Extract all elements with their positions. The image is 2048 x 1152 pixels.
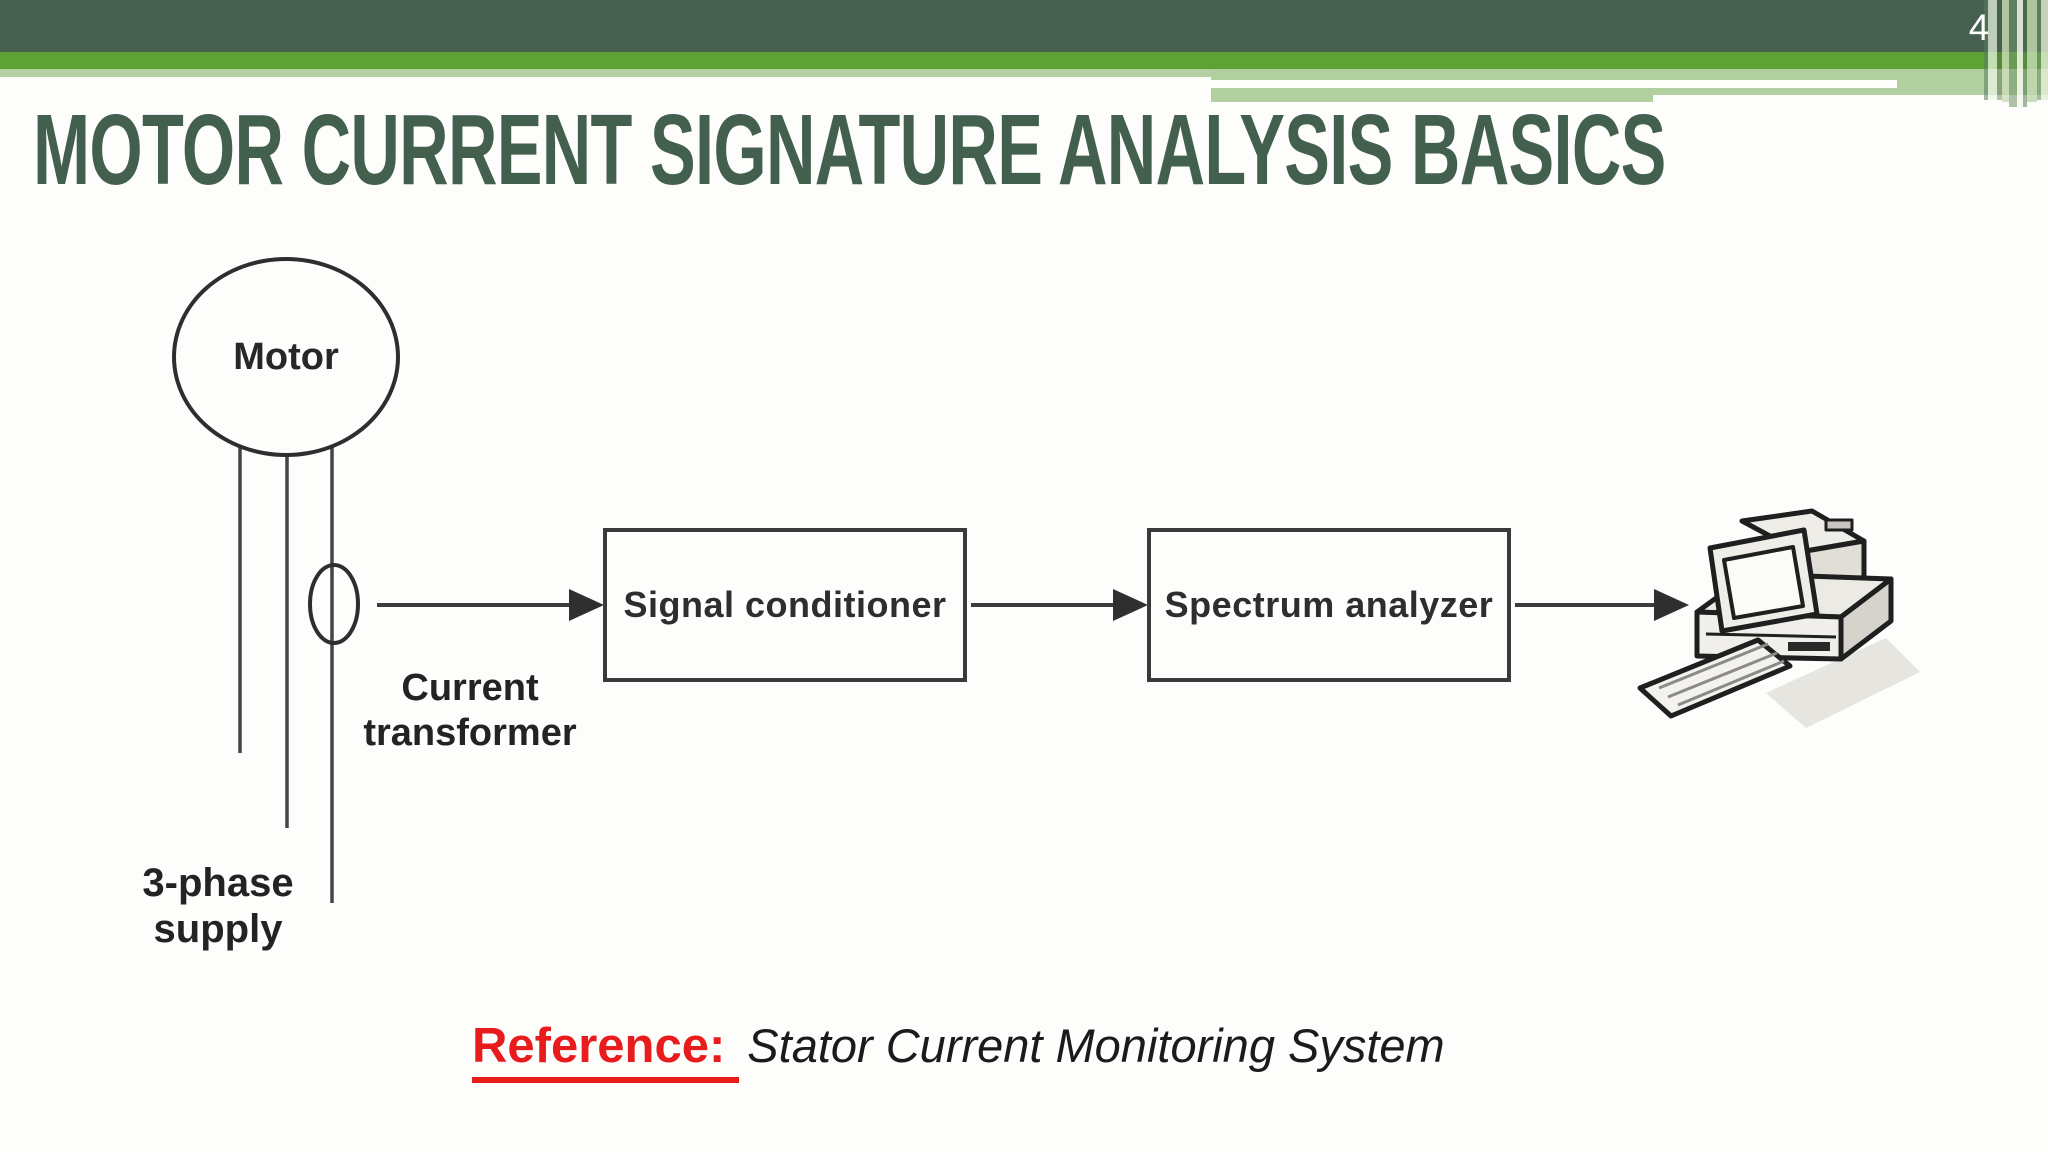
accent-stripe — [1984, 0, 1988, 100]
reference-label: Reference: — [472, 1018, 740, 1084]
accent-stripe — [2037, 0, 2041, 100]
current-transformer-label-line1: Current — [401, 667, 539, 709]
motor-label: Motor — [233, 335, 339, 378]
spectrum-analyzer-label: Spectrum analyzer — [1164, 584, 1494, 625]
accent-stripe — [2009, 0, 2017, 107]
header-bar-green — [0, 52, 2048, 69]
page-number: 4 — [1968, 7, 1990, 48]
accent-stripe — [2002, 0, 2009, 102]
current-transformer-label: Current transformer — [310, 666, 630, 756]
spectrum-analyzer-box: Spectrum analyzer — [1147, 528, 1511, 682]
reference-line: Reference: Stator Current Monitoring Sys… — [472, 1018, 1445, 1084]
three-phase-supply-label: 3-phase supply — [118, 860, 318, 952]
flow-arrows — [377, 589, 1689, 621]
header-right-band — [1211, 69, 2048, 102]
desktop-computer-icon — [1637, 508, 1920, 728]
accent-stripe — [2027, 0, 2037, 102]
supply-label-line2: supply — [153, 907, 283, 951]
signal-conditioner-box: Signal conditioner — [603, 528, 967, 682]
header-white-stripe — [1211, 80, 1897, 88]
current-transformer-ellipse — [308, 563, 360, 645]
current-transformer-label-line2: transformer — [363, 712, 577, 754]
header-bar-light-green — [0, 69, 2048, 77]
accent-stripe — [2041, 0, 2048, 100]
motor-node: Motor — [172, 257, 400, 457]
header-bar-dark — [0, 0, 2048, 52]
slide-title: MOTOR CURRENT SIGNATURE ANALYSIS BASICS — [33, 94, 1666, 206]
supply-label-line1: 3-phase — [142, 861, 294, 905]
accent-stripe — [2017, 0, 2023, 107]
header-white-step — [1653, 95, 2048, 102]
accent-stripe — [2023, 0, 2027, 107]
accent-stripe — [1997, 0, 2002, 100]
accent-stripe — [1988, 0, 1997, 100]
header-accent-stripes — [1984, 0, 2048, 110]
reference-text: Stator Current Monitoring System — [747, 1019, 1445, 1072]
supply-lines — [238, 443, 334, 903]
signal-conditioner-label: Signal conditioner — [623, 584, 947, 625]
